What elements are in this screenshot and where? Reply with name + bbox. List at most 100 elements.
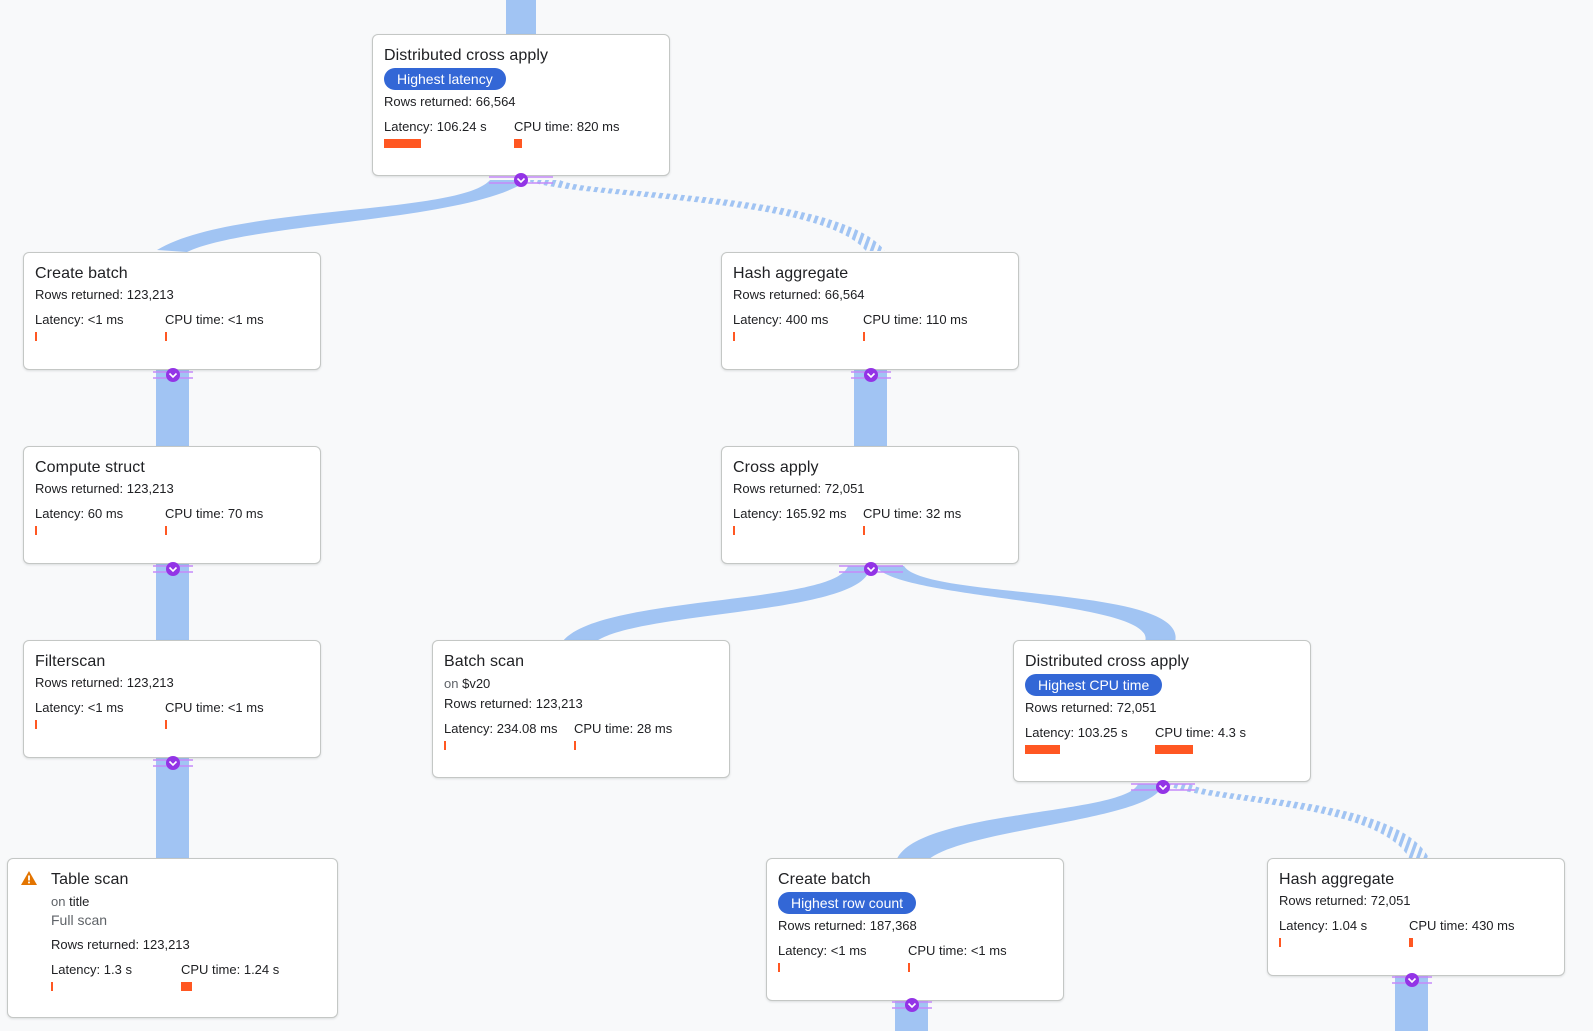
edge-dca-top-to-create-batch [157,180,528,252]
cpu-bar [1409,938,1413,947]
highest-row-count-badge: Highest row count [778,892,917,914]
latency-bar [733,526,735,535]
cpu-bar [908,963,910,972]
on-label: on [444,676,459,691]
cpu-label: CPU time: 820 ms [514,119,620,134]
metrics: Latency: 60 ms CPU time: 70 ms [35,506,310,540]
expand-children-icon[interactable] [141,367,205,383]
cpu-metric: CPU time: 430 ms [1409,918,1514,947]
node-create-batch-bottom[interactable]: Create batch Highest row count Rows retu… [766,858,1064,1001]
node-cross-apply[interactable]: Cross apply Rows returned: 72,051 Latenc… [721,446,1019,564]
warning-icon [21,871,37,885]
node-create-batch[interactable]: Create batch Rows returned: 123,213 Late… [23,252,321,370]
edge-cross-apply-to-dca-mid [876,566,1176,642]
edge-hash-aggregate-to-cross-apply [854,370,887,446]
node-title: Hash aggregate [1279,871,1395,888]
rows-returned: Rows returned: 123,213 [35,287,174,302]
edge-create-batch-to-compute-struct [156,370,189,446]
edge-incoming-top [506,0,536,35]
latency-metric: Latency: 106.24 s [384,119,487,148]
latency-bar [733,332,735,341]
node-title: Create batch [35,265,128,282]
cpu-metric: CPU time: <1 ms [908,943,1007,972]
expand-children-icon[interactable] [839,367,903,383]
rows-returned: Rows returned: 123,213 [444,696,583,711]
node-compute-struct[interactable]: Compute struct Rows returned: 123,213 La… [23,446,321,564]
latency-metric: Latency: 1.04 s [1279,918,1367,947]
latency-label: Latency: 60 ms [35,506,124,521]
scan-method: Full scan [51,912,108,928]
latency-metric: Latency: 60 ms [35,506,123,535]
cpu-label: CPU time: 110 ms [863,312,968,327]
rows-returned: Rows returned: 72,051 [1025,700,1157,715]
node-batch-scan[interactable]: Batch scan on $v20 Rows returned: 123,21… [432,640,730,778]
expand-children-icon[interactable] [839,561,903,577]
rows-returned: Rows returned: 123,213 [35,481,174,496]
metrics: Latency: <1 ms CPU time: <1 ms [778,943,1053,977]
cpu-metric: CPU time: 32 ms [863,506,961,535]
latency-label: Latency: 400 ms [733,312,829,327]
latency-bar [1025,745,1060,754]
cpu-bar [863,526,865,535]
cpu-metric: CPU time: 70 ms [165,506,263,535]
latency-label: Latency: 165.92 ms [733,506,847,521]
cpu-label: CPU time: 1.24 s [181,962,280,977]
edge-dca-mid-to-hash-aggregate [1165,784,1430,860]
latency-metric: Latency: 400 ms [733,312,828,341]
metrics: Latency: 103.25 s CPU time: 4.3 s [1025,725,1300,759]
cpu-bar [181,982,192,991]
metrics: Latency: 400 ms CPU time: 110 ms [733,312,1008,346]
node-title: Create batch [778,871,871,888]
cpu-label: CPU time: 70 ms [165,506,264,521]
latency-metric: Latency: <1 ms [35,700,124,729]
cpu-label: CPU time: <1 ms [908,943,1007,958]
expand-children-icon[interactable] [141,561,205,577]
node-hash-aggregate[interactable]: Hash aggregate Rows returned: 66,564 Lat… [721,252,1019,370]
node-hash-aggregate-bottom[interactable]: Hash aggregate Rows returned: 72,051 Lat… [1267,858,1565,976]
node-title: Compute struct [35,459,145,476]
latency-metric: Latency: <1 ms [778,943,867,972]
cpu-metric: CPU time: 820 ms [514,119,619,148]
edge-dca-mid-to-create-batch [897,784,1162,860]
metrics: Latency: 1.3 s CPU time: 1.24 s [51,962,327,996]
expand-children-icon[interactable] [141,755,205,771]
cpu-bar [165,332,167,341]
node-distributed-cross-apply-mid[interactable]: Distributed cross apply Highest CPU time… [1013,640,1311,782]
cpu-metric: CPU time: 4.3 s [1155,725,1246,754]
metrics: Latency: <1 ms CPU time: <1 ms [35,312,310,346]
target-name: title [69,894,90,909]
metrics: Latency: <1 ms CPU time: <1 ms [35,700,310,734]
expand-children-icon[interactable] [880,997,944,1013]
latency-bar [444,741,446,750]
cpu-metric: CPU time: <1 ms [165,312,264,341]
node-table-scan[interactable]: Table scan on title Full scan Rows retur… [7,858,338,1018]
cpu-metric: CPU time: 110 ms [863,312,968,341]
cpu-bar [165,526,167,535]
metrics: Latency: 165.92 ms CPU time: 32 ms [733,506,1008,540]
cpu-label: CPU time: 4.3 s [1155,725,1247,740]
latency-label: Latency: 1.04 s [1279,918,1368,933]
cpu-bar [165,720,167,729]
latency-bar [35,332,37,341]
latency-label: Latency: <1 ms [35,312,124,327]
node-distributed-cross-apply-top[interactable]: Distributed cross apply Highest latency … [372,34,670,176]
scan-target: on $v20 [444,676,719,692]
latency-bar [1279,938,1281,947]
latency-metric: Latency: 1.3 s [51,962,132,991]
latency-bar [35,526,37,535]
expand-children-icon[interactable] [489,172,553,188]
cpu-metric: CPU time: 28 ms [574,721,672,750]
latency-label: Latency: 234.08 ms [444,721,558,736]
cpu-bar [514,139,522,148]
edge-cross-apply-to-batch-scan [563,566,870,642]
rows-returned: Rows returned: 123,213 [51,937,190,952]
metrics: Latency: 234.08 ms CPU time: 28 ms [444,721,719,755]
cpu-bar [1155,745,1193,754]
expand-children-icon[interactable] [1131,779,1195,795]
cpu-label: CPU time: <1 ms [165,700,264,715]
latency-metric: Latency: 165.92 ms [733,506,846,535]
node-filterscan[interactable]: Filterscan Rows returned: 123,213 Latenc… [23,640,321,758]
cpu-bar [863,332,865,341]
expand-children-icon[interactable] [1380,972,1444,988]
edge-filterscan-to-table-scan [156,756,189,858]
